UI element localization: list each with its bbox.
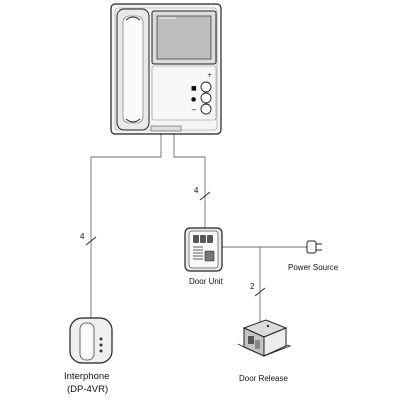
door-release-label: Door Release [239, 374, 288, 383]
wire-tick-monitor-to-interphone [85, 236, 97, 246]
monitor-button-plus-symbol: + [207, 72, 212, 79]
interphone-model-label: (DP-4VR) [67, 384, 108, 395]
wire-tick-door-unit-to-door-release [254, 287, 266, 297]
wire-count-door-unit-to-door-release: 2 [250, 282, 255, 291]
interphone-label: Interphone [64, 371, 109, 382]
wire-monitor-to-interphone [90, 133, 162, 318]
monitor-screen [151, 10, 217, 65]
wire-count-monitor-to-interphone: 4 [80, 232, 85, 241]
monitor-button-minus-symbol: − [191, 106, 197, 114]
interphone [69, 317, 113, 364]
monitor-button-square-symbol: ■ [191, 85, 197, 92]
door-release [237, 319, 292, 357]
monitor-button-circle-symbol: ● [191, 96, 196, 103]
wire-tick-monitor-to-door-unit [199, 191, 211, 201]
wire-count-monitor-to-door-unit: 4 [194, 186, 199, 195]
power-source-label: Power Source [288, 263, 339, 272]
monitor-button-2[interactable] [200, 92, 212, 104]
power-plug-icon [306, 240, 322, 254]
monitor-handset [116, 8, 150, 131]
door-unit-call-button[interactable] [204, 250, 215, 262]
video-monitor: + ■ ● − [110, 3, 222, 135]
door-unit [184, 227, 223, 272]
door-unit-camera-icon [193, 235, 199, 243]
wire-monitor-to-door-unit [173, 133, 206, 228]
monitor-button-1[interactable] [200, 81, 212, 93]
interphone-handset [79, 322, 95, 361]
door-unit-label: Door Unit [189, 277, 224, 286]
door-unit-speaker-icon [193, 246, 203, 260]
monitor-button-3[interactable] [200, 103, 212, 115]
